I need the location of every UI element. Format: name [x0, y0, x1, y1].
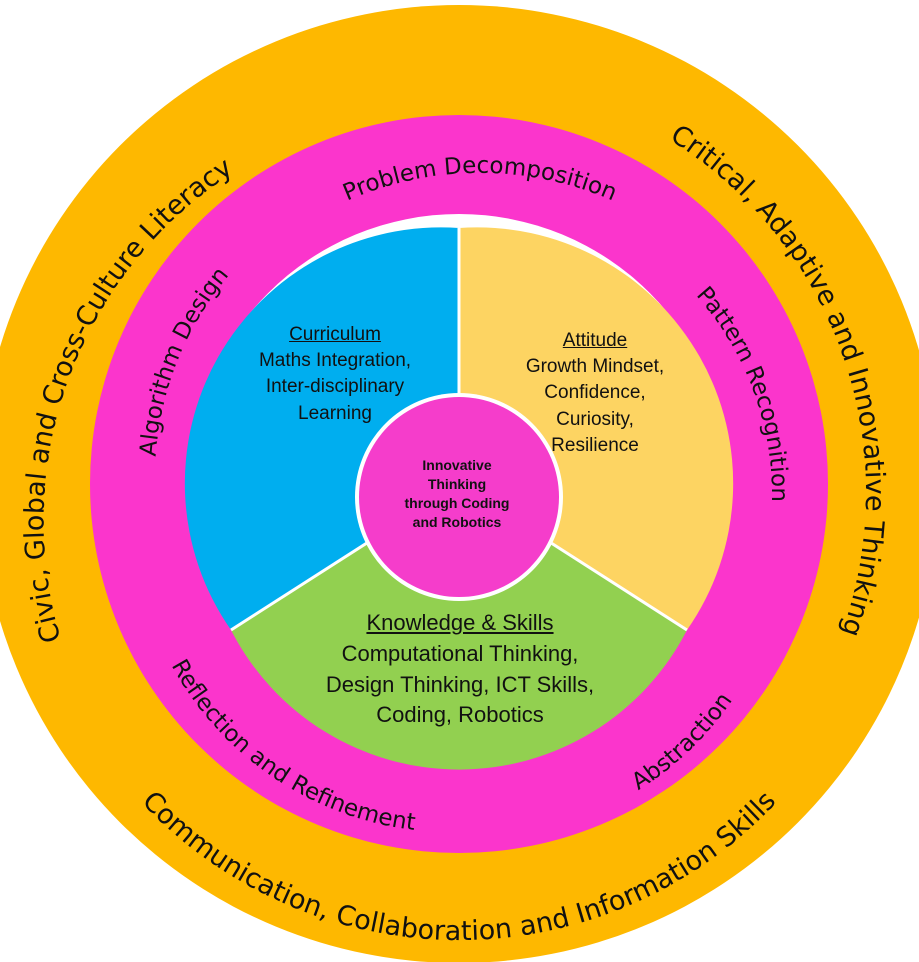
knowledge-text: Knowledge & Skills Computational Thinkin…	[250, 608, 670, 731]
attitude-line: Curiosity,	[556, 408, 634, 430]
knowledge-title: Knowledge & Skills	[366, 610, 554, 635]
core-text: Innovative Thinking through Coding and R…	[357, 456, 557, 532]
attitude-segment	[459, 227, 734, 630]
curriculum-line: Learning	[298, 402, 372, 424]
core-line: and Robotics	[412, 513, 502, 530]
curriculum-line: Maths Integration,	[258, 350, 412, 372]
core-line: through Coding	[404, 494, 510, 511]
curriculum-segment	[184, 227, 460, 630]
knowledge-line: Computational Thinking,	[341, 640, 579, 666]
curriculum-line: Inter-disciplinary	[265, 376, 405, 398]
attitude-line: Confidence,	[544, 382, 646, 404]
core-line: Innovative	[422, 457, 492, 473]
knowledge-segment	[231, 484, 687, 770]
attitude-text: Attitude Growth Mindset, Confidence, Cur…	[480, 328, 710, 459]
curriculum-text: Curriculum Maths Integration, Inter-disc…	[210, 322, 460, 427]
knowledge-line: Design Thinking, ICT Skills,	[325, 671, 595, 697]
attitude-line: Growth Mindset,	[525, 356, 665, 378]
knowledge-line: Coding, Robotics	[376, 702, 544, 728]
attitude-title: Attitude	[562, 330, 628, 351]
curriculum-title: Curriculum	[289, 324, 381, 345]
core-line: Thinking	[427, 475, 487, 492]
attitude-line: Resilience	[551, 434, 639, 456]
core-circle	[359, 397, 559, 597]
